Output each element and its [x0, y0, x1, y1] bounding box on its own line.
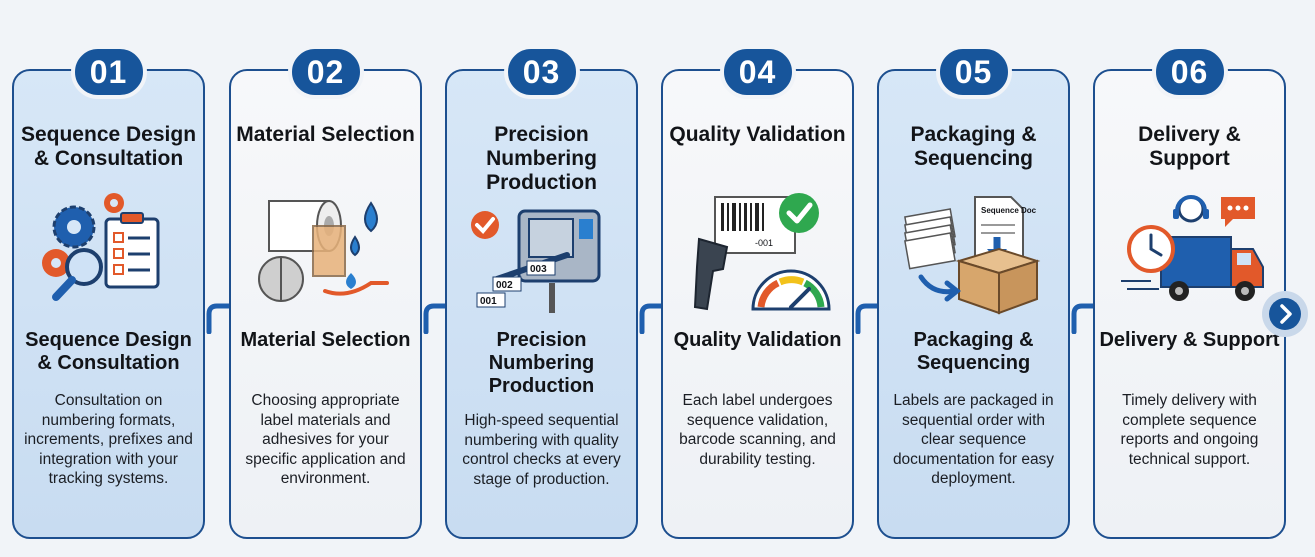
barcode-scanner-gauge-icon: -001	[693, 193, 831, 311]
step-description: Timely delivery with complete sequence r…	[1120, 392, 1259, 468]
step-card-2: 02 Material Selection Material Selection…	[229, 45, 422, 539]
step-subtitle: Delivery & Support	[1099, 329, 1280, 351]
process-steps: 01 Sequence Design & Consultation Sequen…	[12, 0, 1302, 557]
box-documents-icon: Sequence Doc	[904, 196, 1041, 315]
label-text: 001	[480, 296, 497, 307]
step-subtitle: Packaging & Sequencing	[913, 329, 1034, 374]
step-card-6: 06 Delivery & Support Delivery & Support…	[1093, 45, 1286, 539]
step-number-badge: 03	[503, 45, 580, 99]
label-text: 003	[530, 264, 547, 275]
step-title: Material Selection	[236, 123, 415, 146]
label-roll-droplets-icon	[258, 200, 389, 302]
truck-headset-icon	[1121, 195, 1264, 301]
step-description: Each label undergoes sequence validation…	[679, 392, 836, 468]
numbering-machine-icon: 001 002 003	[471, 209, 601, 313]
step-title: Quality Validation	[669, 123, 846, 146]
step-title: Sequence Design & Consultation	[20, 123, 197, 170]
step-title: Precision Numbering Production	[486, 123, 597, 194]
step-description: Labels are packaged in sequential order …	[892, 392, 1055, 487]
gears-clipboard-magnifier-icon	[42, 193, 160, 301]
step-description: Consultation on numbering formats, incre…	[24, 392, 193, 487]
document-label: Sequence Doc	[981, 206, 1037, 215]
step-number-badge: 04	[719, 45, 796, 99]
step-number-badge: 06	[1151, 45, 1228, 99]
label-text: 002	[496, 280, 513, 291]
step-subtitle: Quality Validation	[673, 329, 842, 351]
step-description: High-speed sequential numbering with qua…	[462, 412, 621, 488]
step-card-5: 05 Packaging & Sequencing Sequence Doc P…	[877, 45, 1070, 539]
step-number-badge: 05	[935, 45, 1012, 99]
step-description: Choosing appropriate label materials and…	[245, 392, 406, 487]
step-card-4: 04 Quality Validation -001 Quality Valid…	[661, 45, 854, 539]
next-button[interactable]	[1262, 291, 1308, 337]
step-subtitle: Material Selection	[240, 329, 411, 351]
step-title: Delivery & Support	[1138, 123, 1241, 170]
step-card-1: 01 Sequence Design & Consultation Sequen…	[12, 45, 205, 539]
step-card-3: 03 Precision Numbering Production 001 00…	[445, 45, 638, 539]
step-subtitle: Precision Numbering Production	[488, 329, 595, 397]
step-title: Packaging & Sequencing	[910, 123, 1037, 170]
step-number-badge: 01	[70, 45, 147, 99]
step-number-badge: 02	[287, 45, 364, 99]
chevron-right-icon	[1269, 298, 1301, 330]
step-subtitle: Sequence Design & Consultation	[25, 329, 192, 374]
barcode-text: -001	[755, 238, 773, 248]
